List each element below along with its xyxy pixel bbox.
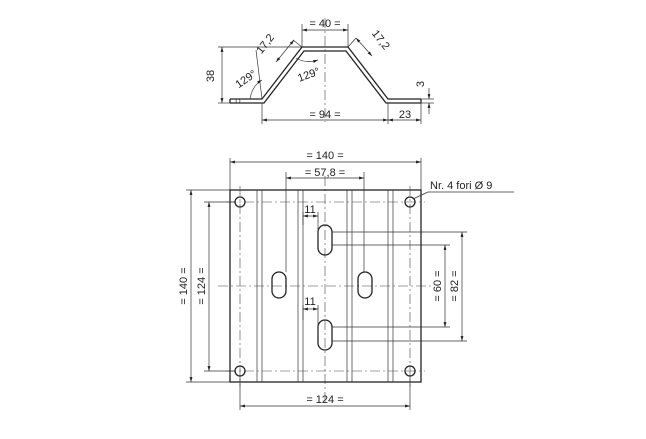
corner-hole-tr bbox=[404, 196, 416, 208]
dim-width-outer: = 140 = bbox=[306, 150, 343, 162]
section-view: = 40 = 17,2 17,2 129° 129° 38 3 = 94 = bbox=[205, 18, 434, 124]
bent-plate-inner bbox=[230, 50, 421, 104]
holes-note-leader bbox=[412, 191, 429, 200]
slot-right bbox=[357, 271, 373, 299]
dim-width-top: = 40 = bbox=[309, 18, 340, 30]
dim-height-holes: = 124 = bbox=[196, 267, 208, 304]
ext-line-172-left-b bbox=[255, 49, 263, 100]
dim-edge-right: 17,2 bbox=[369, 28, 392, 52]
flange-hole-mark bbox=[235, 98, 241, 104]
dim-height-outer: = 140 = bbox=[178, 267, 190, 304]
angle-arc-right bbox=[295, 57, 319, 63]
bent-plate-outer bbox=[230, 46, 421, 100]
dim-slot-spacing: = 57,8 = bbox=[305, 167, 345, 179]
dim-slot-width-top: 11 bbox=[304, 204, 315, 216]
plate-outline bbox=[229, 189, 422, 383]
angle-arc-left bbox=[249, 79, 263, 100]
dim-edge-left: 17,2 bbox=[254, 32, 277, 56]
dim-slot-width-bottom: 11 bbox=[304, 296, 315, 308]
dim-line-172-right bbox=[355, 37, 373, 57]
dim-line-172-left bbox=[275, 39, 295, 63]
dim-slot-outer-spacing: = 82 = bbox=[449, 270, 461, 301]
holes-note: Nr. 4 fori Ø 9 bbox=[430, 180, 492, 192]
dim-thickness: 3 bbox=[415, 81, 427, 87]
dim-angle-right: 129° bbox=[296, 66, 321, 85]
dim-angle-left: 129° bbox=[234, 68, 260, 91]
ext-line-172-right-a bbox=[347, 37, 357, 48]
dim-slot-center-spacing: = 60 = bbox=[432, 270, 444, 301]
plan-view: = 140 = = 57,8 = Nr. 4 fori Ø 9 11 11 = … bbox=[178, 150, 514, 410]
dim-width-holes: = 124 = bbox=[306, 394, 343, 406]
dim-flange: 23 bbox=[399, 109, 411, 121]
dim-width-base: = 94 = bbox=[309, 109, 340, 121]
slot-left bbox=[271, 271, 287, 299]
ext-line-172-left-a bbox=[292, 39, 303, 48]
dim-height: 38 bbox=[205, 70, 217, 82]
